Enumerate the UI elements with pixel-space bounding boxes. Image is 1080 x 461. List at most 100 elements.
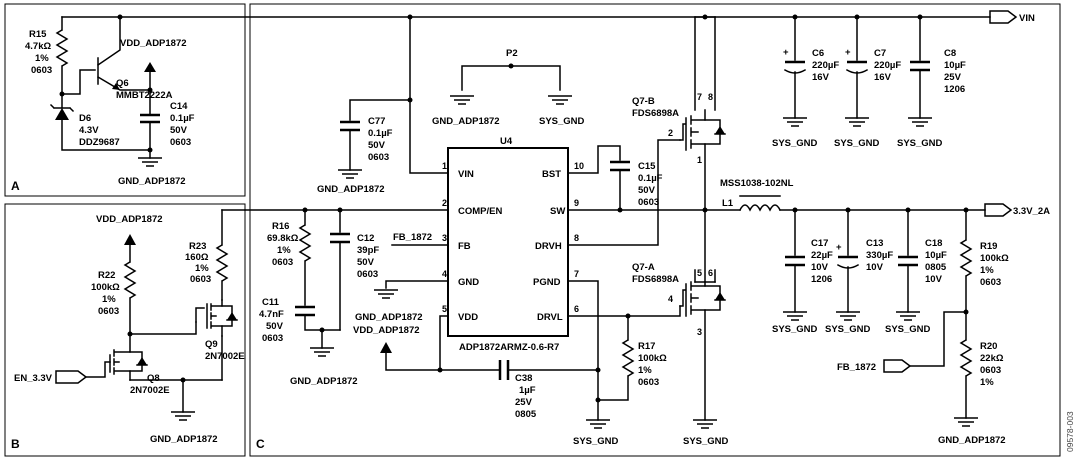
ic-pins_right-3-num-label: 7 — [574, 269, 579, 279]
components-r17-3-label: 0603 — [638, 377, 659, 388]
ic-pins_left-4-name-label: VDD — [458, 312, 478, 323]
components-c38-2-label: 25V — [515, 397, 533, 408]
ic-pins_left-3-name-label: GND — [458, 277, 479, 288]
nets-vdd_b-label: VDD_ADP1872 — [96, 214, 163, 225]
components-c38-3-label: 0805 — [515, 409, 537, 420]
ic-pins_left-4-num-label: 5 — [442, 304, 447, 314]
ic-pins_right-3-name-label: PGND — [533, 277, 561, 288]
components-c13-2-label: 10V — [866, 262, 884, 273]
panel-c-circuit: VIN C77 0.1µF 50V 0603 GND_ADP1872 P2 GN… — [119, 10, 1050, 447]
components-c18-2-label: 0805 — [925, 262, 947, 273]
grounds-gnd_adp-label: GND_ADP1872 — [118, 176, 186, 187]
r15-symbol — [55, 29, 69, 67]
nets-vdd_c_label-label: VDD_ADP1872 — [353, 325, 420, 336]
grounds-gnd_adp-label: GND_ADP1872 — [355, 312, 423, 323]
components-c7-2-label: 16V — [874, 72, 892, 83]
components-c14-0-label: C14 — [170, 101, 188, 112]
components-d6-2-label: DDZ9687 — [79, 137, 120, 148]
fb-input-tag — [883, 359, 912, 373]
components-r20-1-label: 22kΩ — [980, 353, 1004, 364]
q8-mosfet-symbol — [109, 333, 131, 381]
components-c11-2-label: 50V — [266, 321, 284, 332]
components-c6-0-label: C6 — [812, 48, 824, 59]
u4-pins-left: 1 VIN 2 COMP/EN 3 FB 4 GND 5 VDD — [442, 161, 502, 323]
ic-pins_right-4-name-label: DRVL — [537, 312, 563, 323]
panel-b-circuit: VDD_ADP1872 R23 160Ω 1% 0603 — [14, 209, 246, 445]
ic-pins_left-2-num-label: 3 — [442, 233, 447, 243]
p2-jumper — [461, 65, 561, 91]
grounds-sys_gnd-label: SYS_GND — [897, 138, 943, 149]
panel-b-label: B — [11, 437, 20, 451]
q7a_pins-2-label: 4 — [668, 294, 673, 304]
components-c12-1-label: 39pF — [357, 245, 379, 256]
components-r16-3-label: 0603 — [272, 257, 293, 268]
components-c17-2-label: 10V — [811, 262, 829, 273]
components-c13-0-label: C13 — [866, 238, 883, 249]
components-q7a-1-label: FDS6898A — [632, 274, 679, 285]
q7a-mosfet-symbol — [679, 281, 706, 421]
components-c38-0-label: C38 — [515, 373, 532, 384]
q7b_pins-2-label: 2 — [668, 128, 673, 138]
output-tag — [984, 203, 1013, 217]
ic-pins_right-1-num-label: 9 — [574, 198, 579, 208]
components-c77-3-label: 0603 — [368, 152, 389, 163]
components-c12-3-label: 0603 — [357, 269, 378, 280]
ic-pins_left-0-name-label: VIN — [458, 169, 474, 180]
components-r22-0-label: R22 — [98, 270, 115, 281]
components-r20-2-label: 0603 — [980, 365, 1001, 376]
components-c77-2-label: 50V — [368, 140, 386, 151]
components-p2-0-label: P2 — [506, 48, 518, 59]
en-input-tag — [55, 370, 88, 384]
components-c18-3-label: 10V — [925, 274, 943, 285]
polarity_mark-label: + — [783, 47, 789, 58]
components-r20-3-label: 1% — [980, 377, 994, 388]
components-r17-2-label: 1% — [638, 365, 652, 376]
grounds-sys_gnd-label: SYS_GND — [772, 138, 818, 149]
components-c14-1-label: 0.1µF — [170, 113, 195, 124]
components-r23-2-label: 1% — [195, 263, 209, 274]
ic-pins_right-1-name-label: SW — [550, 206, 565, 217]
u4-pins-right: 10 BST 9 SW 8 DRVH 7 PGND 6 DRVL — [533, 161, 584, 323]
components-r23-1-label: 160Ω — [185, 252, 209, 263]
grounds-sys_gnd-label: SYS_GND — [834, 138, 880, 149]
components-q7a-0-label: Q7-A — [632, 262, 655, 273]
u4-ic-body — [447, 147, 569, 337]
ic-pins_left-3-num-label: 4 — [442, 269, 447, 279]
components-c6-2-label: 16V — [812, 72, 830, 83]
components-c8-0-label: C8 — [944, 48, 956, 59]
components-q6-0-label: Q6 — [116, 78, 129, 89]
components-q7b-1-label: FDS6898A — [632, 108, 679, 119]
panel-a-circuit: R15 4.7kΩ 1% 0603 VDD_ADP1872 Q6 MMBT222… — [25, 14, 195, 187]
nets-out-label: 3.3V_2A — [1013, 206, 1050, 217]
components-c7-1-label: 220µF — [874, 60, 901, 71]
panel-a-box — [4, 3, 246, 197]
polarity_mark-label: + — [836, 242, 842, 253]
components-r22-1-label: 100kΩ — [91, 282, 120, 293]
components-d6-0-label: D6 — [79, 113, 91, 124]
components-q7b-0-label: Q7-B — [632, 96, 655, 107]
components-c77-0-label: C77 — [368, 116, 385, 127]
components-q9-0-label: Q9 — [205, 339, 218, 350]
components-r19-3-label: 0603 — [980, 277, 1001, 288]
components-r19-0-label: R19 — [980, 241, 997, 252]
polarity_mark-label: + — [845, 47, 851, 58]
components-c12-2-label: 50V — [357, 257, 375, 268]
components-c11-0-label: C11 — [262, 297, 280, 308]
components-q8-1-label: 2N7002E — [130, 385, 170, 396]
grounds-gnd_adp-label: GND_ADP1872 — [317, 184, 385, 195]
grounds-sys_gnd-label: SYS_GND — [573, 436, 619, 447]
ic-pins_right-2-name-label: DRVH — [535, 241, 562, 252]
components-r22-2-label: 1% — [102, 294, 116, 305]
components-c11-1-label: 4.7nF — [259, 309, 284, 320]
components-c38-1-label: 1µF — [519, 385, 536, 396]
components-q9-1-label: 2N7002E — [205, 351, 245, 362]
ic-pins_right-4-num-label: 6 — [574, 304, 579, 314]
components-r23-3-label: 0603 — [190, 274, 211, 285]
nets-en-label: EN_3.3V — [14, 373, 53, 384]
figure-id: 09578-003 — [1065, 411, 1075, 452]
grounds-sys_gnd-label: SYS_GND — [539, 116, 585, 127]
components-c18-0-label: C18 — [925, 238, 942, 249]
l1-inductor-symbol — [738, 204, 782, 212]
ic-pins_left-1-num-label: 2 — [442, 198, 447, 208]
components-c15-1-label: 0.1µF — [638, 173, 663, 184]
